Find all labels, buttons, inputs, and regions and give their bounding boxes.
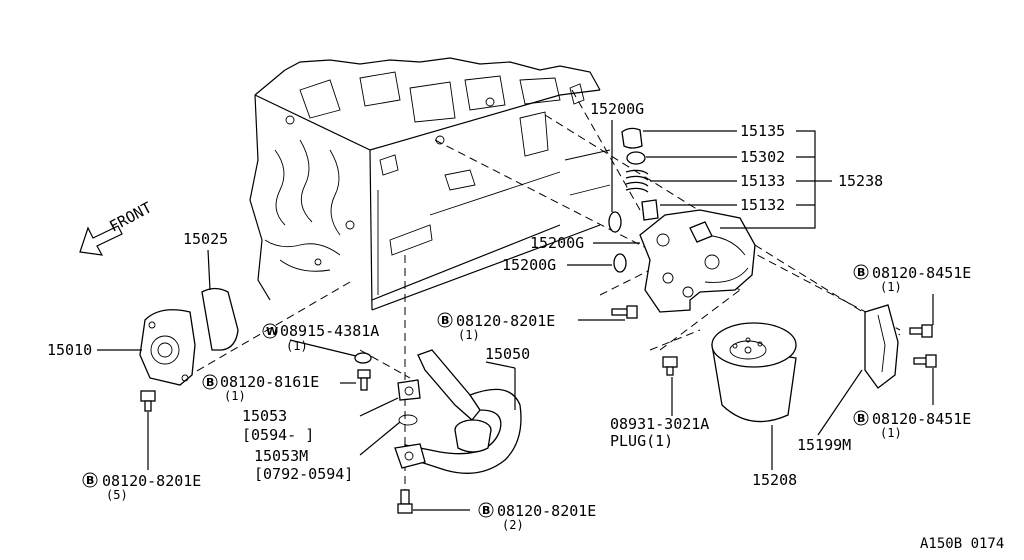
washer-15302	[626, 151, 646, 165]
b-circle-icon	[478, 502, 494, 518]
callout-b-08120-8161E: B 08120-8161E (1)	[202, 373, 319, 403]
cap-15135	[621, 127, 643, 149]
svg-text:B: B	[441, 314, 449, 327]
b-circle-icon	[82, 472, 98, 488]
label-15200G-mid: 15200G	[530, 234, 584, 252]
svg-text:B: B	[206, 376, 214, 389]
svg-text:B: B	[857, 412, 865, 425]
plug-number: 08931-3021A	[610, 415, 709, 433]
svg-text:B: B	[86, 474, 94, 487]
callout-w-08915-4381A: W 08915-4381A (1)	[262, 322, 379, 353]
bolt-icon	[140, 390, 156, 412]
svg-text:08120-8201E: 08120-8201E	[497, 502, 596, 520]
callout-b-08120-8201E-left: B 08120-8201E (5)	[82, 472, 201, 502]
figure-code: A150B 0174	[920, 536, 1004, 552]
oil-filter-15208	[711, 322, 797, 423]
label-15050: 15050	[485, 345, 530, 363]
valve-15132	[641, 199, 659, 221]
label-15199M: 15199M	[797, 436, 851, 454]
bolt-icon	[397, 489, 413, 514]
label-15302: 15302	[740, 148, 785, 166]
svg-text:08915-4381A: 08915-4381A	[280, 322, 379, 340]
svg-text:(1): (1)	[880, 426, 902, 440]
callout-b-08120-8451E-bottom: B 08120-8451E (1)	[853, 410, 971, 440]
front-label: FRONT	[106, 198, 154, 235]
plug-icon	[662, 356, 678, 376]
b-circle-icon	[437, 312, 453, 328]
svg-text:B: B	[857, 266, 865, 279]
svg-text:B: B	[482, 504, 490, 517]
front-arrow-icon: FRONT	[79, 198, 155, 256]
label-15010: 15010	[47, 341, 92, 359]
oil-filter-bracket	[639, 209, 756, 313]
washer-icon	[354, 352, 372, 364]
label-15053: 15053	[242, 407, 287, 425]
callout-b-08120-8451E-top: B 08120-8451E (1)	[853, 264, 971, 294]
svg-text:(2): (2)	[502, 518, 524, 532]
callout-b-08120-8201E-bottom: B 08120-8201E (2)	[478, 502, 596, 532]
spring-15133	[625, 169, 649, 193]
w-circle-icon	[262, 323, 278, 339]
svg-text:(5): (5)	[106, 488, 128, 502]
o-ring-icon	[613, 253, 627, 273]
label-15053M-date: [0792-0594]	[254, 465, 353, 483]
b-circle-icon	[853, 264, 869, 280]
label-15200G-top: 15200G	[590, 100, 644, 118]
o-ring-icon	[608, 211, 622, 233]
label-15200G-low: 15200G	[502, 256, 556, 274]
label-15135: 15135	[740, 122, 785, 140]
b-circle-icon	[202, 374, 218, 390]
svg-text:(1): (1)	[458, 328, 480, 342]
bolt-icon	[913, 354, 937, 368]
bolt-icon	[909, 324, 933, 338]
callout-b-08120-8201E-mid: B 08120-8201E (1)	[437, 312, 555, 342]
svg-text:(1): (1)	[880, 280, 902, 294]
label-15132: 15132	[740, 196, 785, 214]
plug-label: PLUG(1)	[610, 432, 673, 450]
svg-text:(1): (1)	[286, 339, 308, 353]
svg-text:08120-8161E: 08120-8161E	[220, 373, 319, 391]
bolt-icon	[357, 369, 371, 391]
heat-shield-15199M	[864, 304, 899, 389]
label-15053-date: [0594- ]	[242, 426, 314, 444]
label-15025: 15025	[183, 230, 228, 248]
b-circle-icon	[853, 410, 869, 426]
oil-strainer-15050	[394, 349, 522, 474]
svg-text:08120-8201E: 08120-8201E	[102, 472, 201, 490]
svg-text:08120-8201E: 08120-8201E	[456, 312, 555, 330]
svg-text:W: W	[266, 325, 278, 338]
label-15238: 15238	[838, 172, 883, 190]
svg-text:(1): (1)	[224, 389, 246, 403]
label-15133: 15133	[740, 172, 785, 190]
engine-block-drawing	[249, 57, 611, 311]
bolt-icon	[611, 305, 638, 319]
gasket-ring-icon	[398, 414, 418, 426]
svg-text:08120-8451E: 08120-8451E	[872, 264, 971, 282]
label-15208: 15208	[752, 471, 797, 489]
gasket-15025	[201, 287, 239, 351]
oil-pump-15010	[139, 309, 196, 386]
svg-text:08120-8451E: 08120-8451E	[872, 410, 971, 428]
label-15053M: 15053M	[254, 447, 308, 465]
relief-valve-parts	[621, 127, 659, 221]
